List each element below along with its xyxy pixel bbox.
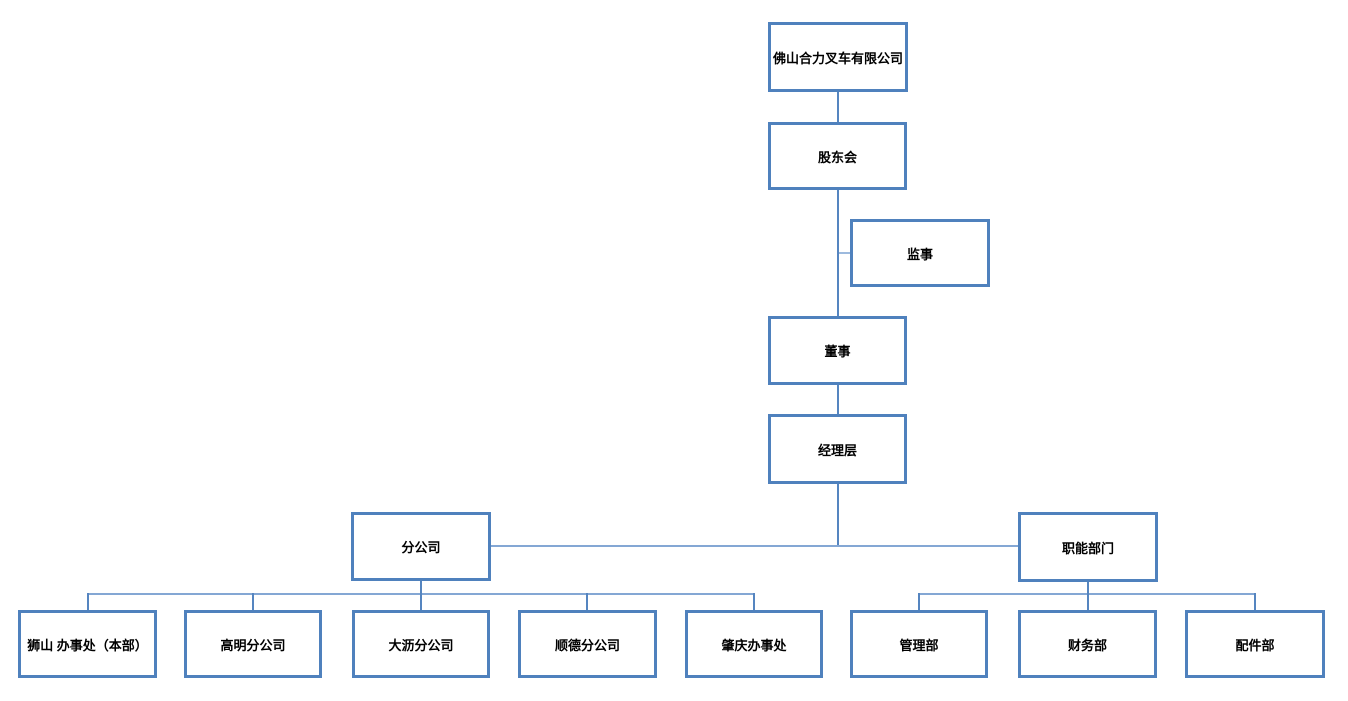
- org-node-zhaoqing-office: 肇庆办事处: [685, 610, 823, 678]
- org-node-shareholders: 股东会: [768, 122, 907, 190]
- org-node-company: 佛山合力叉车有限公司: [768, 22, 908, 92]
- connector-stub-caiwubu: [1087, 593, 1089, 610]
- org-node-shunde-branch: 顺德分公司: [518, 610, 657, 678]
- connector-stub-dali: [420, 593, 422, 610]
- connector-branch-functional-rail: [491, 545, 1018, 547]
- connector-company-shareholders: [837, 92, 839, 122]
- org-node-director: 董事: [768, 316, 907, 385]
- org-node-shishan-office: 狮山 办事处（本部）: [18, 610, 157, 678]
- connector-stub-shishan: [87, 593, 89, 610]
- org-node-management-dept: 管理部: [850, 610, 988, 678]
- org-node-dali-branch: 大沥分公司: [352, 610, 490, 678]
- org-node-functional-depts: 职能部门: [1018, 512, 1158, 582]
- connector-branch-downstub: [420, 581, 422, 594]
- connector-management-downstub: [837, 484, 839, 546]
- connector-spine-supervisor: [839, 252, 850, 254]
- connector-stub-guanlibu: [918, 593, 920, 610]
- connector-stub-zhaoqing: [753, 593, 755, 610]
- org-node-branch-companies: 分公司: [351, 512, 491, 581]
- org-node-management: 经理层: [768, 414, 907, 484]
- connector-stub-shunde: [586, 593, 588, 610]
- org-node-finance-dept: 财务部: [1018, 610, 1157, 678]
- connector-stub-peijianbu: [1254, 593, 1256, 610]
- connector-stub-gaoming: [252, 593, 254, 610]
- connector-functional-downstub: [1087, 582, 1089, 594]
- org-node-gaoming-branch: 高明分公司: [184, 610, 322, 678]
- connector-director-management: [837, 385, 839, 414]
- connector-shareholders-director: [837, 190, 839, 316]
- org-node-supervisor: 监事: [850, 219, 990, 287]
- org-node-parts-dept: 配件部: [1185, 610, 1325, 678]
